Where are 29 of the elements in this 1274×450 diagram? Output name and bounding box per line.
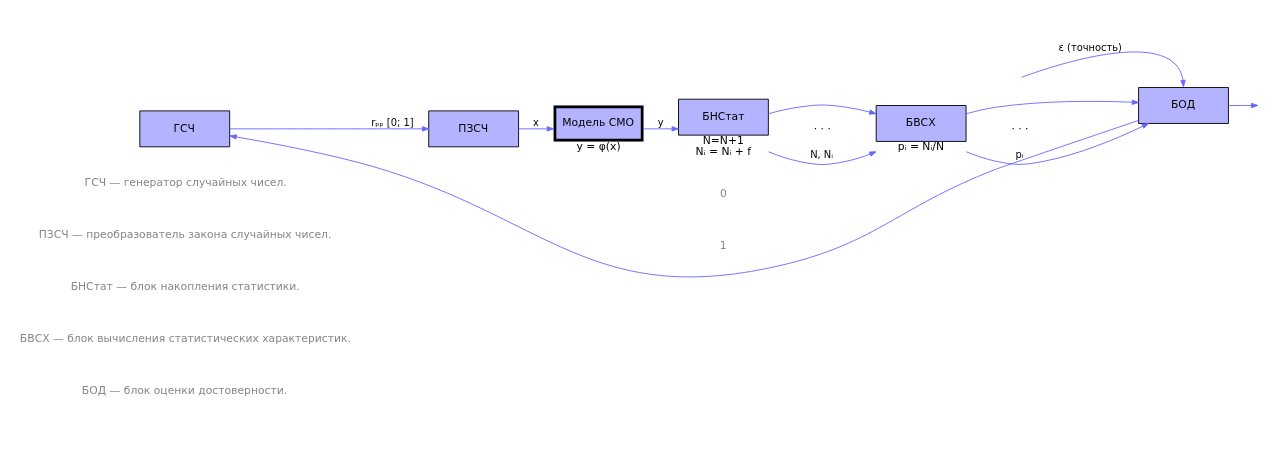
arrow — [229, 126, 430, 132]
edge-label: N, Nᵢ — [810, 149, 833, 161]
label: · · · — [813, 121, 831, 135]
label: · · · — [1011, 121, 1029, 135]
label: ГСЧ — генератор случайных чисел. — [84, 175, 287, 189]
arrow — [1021, 51, 1186, 88]
arrow — [1228, 102, 1259, 109]
node-label: Nᵢ = Nᵢ + f — [695, 145, 752, 159]
edge-label: y — [657, 116, 664, 128]
arrow — [768, 151, 877, 165]
arrow — [965, 99, 1139, 115]
label: 1 — [719, 239, 727, 253]
node-label: y = φ(x) — [576, 140, 621, 154]
edge-label: pᵢ — [1015, 149, 1024, 161]
edge-label: rₚₚ [0; 1] — [371, 116, 414, 128]
label: БВСХ — блок вычисления статистических характеристик. — [19, 331, 351, 345]
edge-label: x — [532, 116, 539, 128]
label: 0 — [720, 187, 727, 201]
node-label: N=N+1 — [702, 133, 744, 147]
arrow — [768, 104, 877, 115]
arrow — [229, 120, 1139, 278]
arrow — [643, 126, 679, 132]
edge-label: ε (точность) — [1058, 41, 1122, 53]
arrow — [965, 123, 1149, 165]
node-label: pᵢ = Nᵢ/N — [897, 140, 945, 154]
label: БНСтат — блок накопления статистики. — [70, 279, 300, 293]
label: ПЗСЧ — преобразователь закона случайных чисел. — [38, 227, 332, 241]
label: БОД — блок оценки достоверности. — [81, 384, 288, 398]
arrow — [518, 126, 554, 132]
